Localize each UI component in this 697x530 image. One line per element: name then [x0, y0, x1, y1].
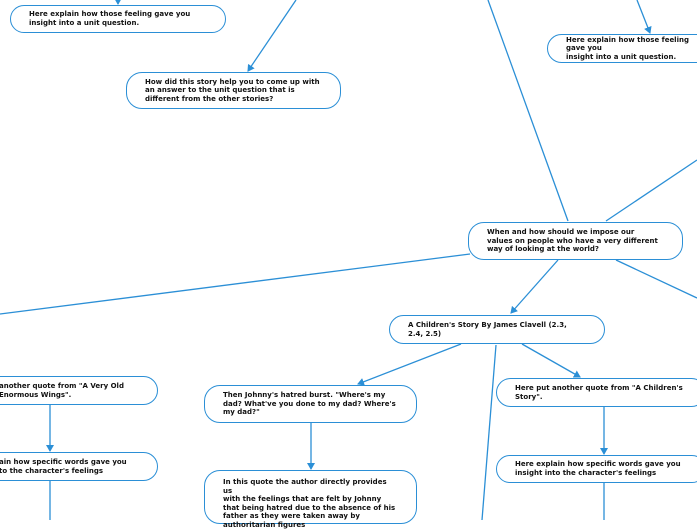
- node-text: How did this story help you to come up w…: [145, 77, 320, 103]
- connector-top-to-unit-question: [247, 0, 297, 72]
- node-text: When and how should we impose our values…: [487, 228, 658, 254]
- connector-story-to-johnny-quote: [357, 343, 462, 386]
- connector-top-to-feelings-right: [636, 0, 652, 34]
- node-text: Then Johnny's hatred burst. "Where's my …: [223, 391, 396, 417]
- node-childrens-story[interactable]: A Children's Story By James Clavell (2.3…: [389, 315, 605, 344]
- node-author-feelings[interactable]: In this quote the author directly provid…: [204, 470, 417, 529]
- node-central-question[interactable]: When and how should we impose our values…: [468, 222, 683, 260]
- node-text: Here put another quote from "A Children'…: [515, 383, 683, 401]
- node-text: another quote from "A Very Old Enormous …: [0, 381, 124, 399]
- node-text: Here explain how those feeling gave you …: [566, 35, 689, 61]
- node-text: Here explain how specific words gave you…: [515, 460, 681, 477]
- node-specific-words-left[interactable]: ain how specific words gave you to the c…: [0, 452, 158, 481]
- node-specific-words-right[interactable]: Here explain how specific words gave you…: [496, 455, 697, 483]
- connector-central-to-left: [0, 253, 471, 315]
- node-text: In this quote the author directly provid…: [223, 478, 396, 529]
- connector-central-to-top: [487, 0, 569, 222]
- connector-central-to-lower-right: [615, 259, 697, 299]
- node-johnny-quote[interactable]: Then Johnny's hatred burst. "Where's my …: [204, 385, 417, 423]
- connector-story-down: [481, 344, 497, 520]
- node-text: A Children's Story By James Clavell (2.3…: [408, 320, 567, 338]
- node-text: ain how specific words gave you to the c…: [0, 457, 127, 475]
- node-childrens-story-quote[interactable]: Here put another quote from "A Children'…: [496, 378, 697, 407]
- connector-central-to-childrens-story: [510, 259, 559, 314]
- node-very-old-man-quote[interactable]: another quote from "A Very Old Enormous …: [0, 376, 158, 405]
- node-feelings-unit-left[interactable]: Here explain how those feeling gave you …: [10, 5, 226, 33]
- connector-central-to-right: [605, 159, 697, 222]
- node-text: Here explain how those feeling gave you …: [29, 10, 191, 27]
- node-feelings-unit-right[interactable]: Here explain how those feeling gave you …: [547, 34, 697, 63]
- node-story-unit-question[interactable]: How did this story help you to come up w…: [126, 72, 341, 109]
- connector-story-to-story-quote: [521, 343, 581, 378]
